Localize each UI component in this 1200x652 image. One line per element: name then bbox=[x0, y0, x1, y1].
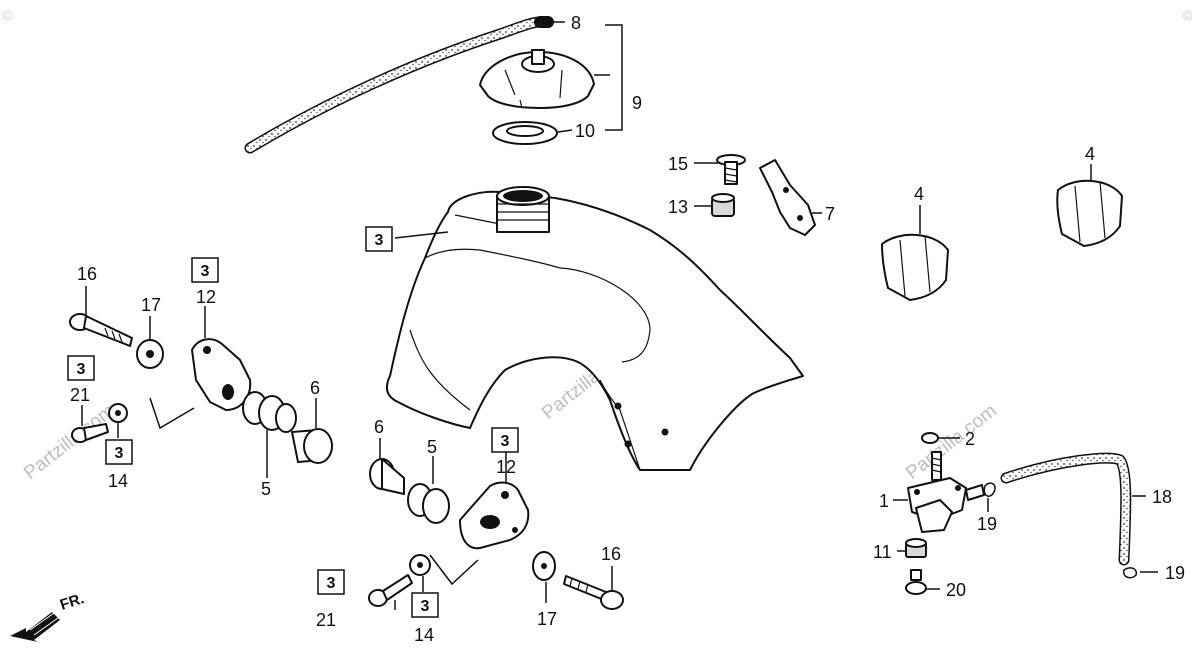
callout-5: 5 bbox=[427, 437, 437, 457]
callout-4: 4 bbox=[914, 184, 924, 204]
cap-gasket bbox=[492, 121, 558, 145]
fuel-hose-18 bbox=[1000, 452, 1132, 566]
copyright-mark: © bbox=[2, 7, 13, 23]
fuel-cap bbox=[479, 49, 595, 109]
lower-bolt-21 bbox=[368, 574, 413, 607]
callout-13: 13 bbox=[668, 197, 688, 217]
lower-bracket-12 bbox=[459, 481, 530, 550]
watermark-text: Partzilla.com bbox=[902, 400, 1001, 484]
copyright-mark: © bbox=[1182, 7, 1193, 23]
callout-10: 10 bbox=[575, 121, 595, 141]
boxed-ref-left-bracket: 3 bbox=[191, 257, 219, 283]
left-washer-17 bbox=[136, 339, 164, 369]
watermark-text: Partzilla.com bbox=[20, 400, 119, 484]
front-direction-arrow: FR. bbox=[10, 590, 86, 642]
callout-17: 17 bbox=[141, 295, 161, 315]
boxed-ref-label: 3 bbox=[327, 575, 336, 592]
left-grommet-5 bbox=[242, 391, 297, 433]
callout-2: 2 bbox=[965, 429, 975, 449]
lower-washer-17 bbox=[532, 551, 556, 581]
lower-washer-14 bbox=[409, 554, 431, 576]
callout-15: 15 bbox=[668, 154, 688, 174]
boxed-ref-label: 3 bbox=[421, 598, 430, 615]
callout-1: 1 bbox=[879, 491, 889, 511]
callout-14: 14 bbox=[414, 625, 434, 645]
lower-grommet-5 bbox=[407, 483, 450, 524]
callout-numbers: 8 9 10 15 13 7 4 4 16 17 12 21 14 5 6 6 … bbox=[70, 13, 1185, 645]
breather-hose bbox=[244, 16, 554, 154]
lower-bolt-16 bbox=[563, 575, 624, 610]
boxed-ref-lower-bolt: 3 bbox=[317, 569, 345, 595]
callout-21: 21 bbox=[316, 610, 336, 630]
boxed-ref-label: 3 bbox=[201, 263, 210, 280]
callout-17: 17 bbox=[537, 609, 557, 629]
left-collar-6 bbox=[291, 428, 333, 464]
nut-11 bbox=[905, 538, 927, 558]
callout-11: 11 bbox=[873, 542, 892, 562]
collar bbox=[711, 193, 735, 217]
callout-20: 20 bbox=[946, 580, 966, 600]
callout-19: 19 bbox=[1165, 563, 1185, 583]
boxed-ref-label: 3 bbox=[77, 361, 86, 378]
callout-6: 6 bbox=[374, 417, 384, 437]
fuel-tank bbox=[385, 186, 804, 471]
callout-18: 18 bbox=[1152, 487, 1172, 507]
fuel-valve-1 bbox=[907, 451, 985, 533]
boxed-ref-label: 3 bbox=[375, 232, 384, 249]
boxed-ref-lower-bracket: 3 bbox=[491, 427, 519, 453]
callout-12: 12 bbox=[496, 457, 516, 477]
callout-19: 19 bbox=[977, 514, 997, 534]
callout-16: 16 bbox=[77, 264, 97, 284]
boxed-ref-label: 3 bbox=[115, 445, 124, 462]
tank-damper-rubber bbox=[1056, 179, 1123, 247]
callout-9: 9 bbox=[632, 93, 642, 113]
boxed-ref-tank: 3 bbox=[365, 226, 393, 252]
boxed-ref-left-washer: 3 bbox=[105, 439, 133, 465]
o-ring-2 bbox=[921, 432, 939, 444]
callout-16: 16 bbox=[601, 544, 621, 564]
left-bolt-16 bbox=[69, 313, 133, 347]
callout-8: 8 bbox=[571, 13, 581, 33]
clip-19 bbox=[983, 482, 996, 497]
small-bolt bbox=[716, 154, 746, 185]
callout-6: 6 bbox=[310, 378, 320, 398]
bolt-20 bbox=[905, 569, 927, 595]
callout-12: 12 bbox=[196, 287, 216, 307]
callout-7: 7 bbox=[825, 204, 835, 224]
callout-5: 5 bbox=[261, 479, 271, 499]
callout-21: 21 bbox=[70, 385, 90, 405]
lower-collar-6 bbox=[369, 458, 405, 495]
left-washer-14 bbox=[108, 403, 128, 423]
boxed-ref-label: 3 bbox=[501, 433, 510, 450]
callout-14: 14 bbox=[108, 471, 128, 491]
tank-damper-rubber bbox=[881, 233, 949, 301]
boxed-ref-lower-washer: 3 bbox=[411, 592, 439, 618]
front-label: FR. bbox=[58, 590, 86, 614]
clip-19-lower bbox=[1123, 567, 1138, 579]
tank-bracket bbox=[759, 159, 816, 236]
callout-4: 4 bbox=[1085, 144, 1095, 164]
boxed-ref-left-bolt: 3 bbox=[67, 355, 95, 381]
left-bracket-12 bbox=[191, 338, 252, 411]
left-bolt-21 bbox=[71, 423, 109, 443]
